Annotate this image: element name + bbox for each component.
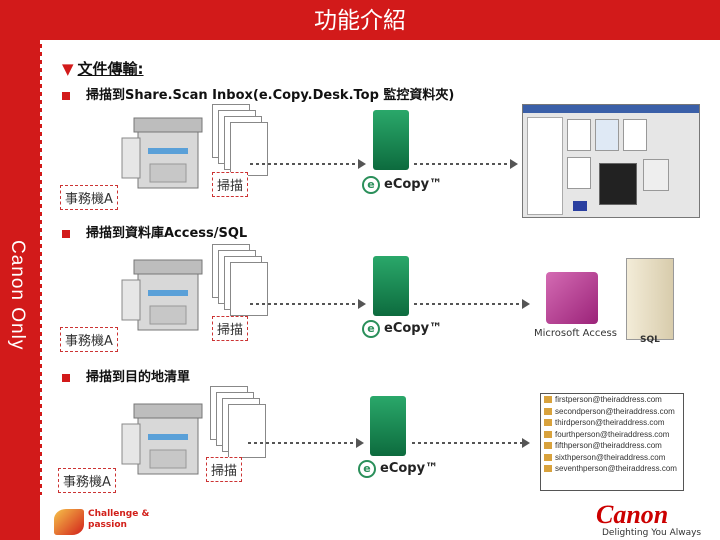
sql-server-tower-icon [626,258,674,340]
arrowhead-icon [358,159,366,169]
document-stack [212,104,268,180]
copier-icon [121,403,203,475]
copier-icon [121,259,203,331]
bullet-text: 掃描到資料庫Access/SQL [86,226,248,241]
document-stack [212,244,268,320]
scan-label: 掃描 [212,316,249,341]
destination-email-list: firstperson@theiraddress.com secondperso… [540,393,684,491]
list-item: fourthperson@theiraddress.com [541,429,683,441]
document-stack [210,386,266,462]
ecopy-server-icon [370,396,406,456]
bullet-text: 掃描到目的地清單 [86,370,191,385]
scan-label: 掃描 [206,457,243,482]
flow-arrow [248,442,358,444]
triangle-icon: ▼ [62,60,74,78]
sidebar: Canon Only [0,40,40,540]
sql-label: SQL [640,335,660,345]
list-item: thirdperson@theiraddress.com [541,417,683,429]
machine-label-a: 事務機A [60,327,118,352]
copier-icon [121,117,203,189]
arrowhead-icon [522,299,530,309]
bullet-share-scan: 掃描到Share.Scan Inbox(e.Copy.Desk.Top 監控資料… [62,84,454,103]
sidebar-vertical-text: Canon Only [7,240,28,351]
canon-logo: Canon [596,500,669,529]
page-title: 功能介紹 [314,8,406,34]
page-header: 功能介紹 [0,0,720,40]
bullet-text: 掃描到Share.Scan Inbox(e.Copy.Desk.Top 監控資料… [86,88,455,103]
flow-arrow [250,303,360,305]
list-item: seventhperson@theiraddress.com [541,463,683,475]
arrowhead-icon [356,438,364,448]
dashed-divider [40,40,42,495]
arrowhead-icon [522,438,530,448]
machine-label-a: 事務機A [60,185,118,210]
list-item: firstperson@theiraddress.com [541,394,683,406]
ecopy-server-icon [373,256,409,316]
scan-label: 掃描 [212,172,249,197]
desktop-window-screenshot [522,104,700,218]
bullet-destination-list: 掃描到目的地清單 [62,366,190,385]
section-title: ▼文件傳輸: [62,58,144,79]
flow-arrow [414,163,512,165]
section-title-text: 文件傳輸: [77,60,144,78]
challenge-passion-logo: Challenge &passion [54,505,164,535]
bullet-square-icon [62,91,70,100]
flow-arrow [414,303,524,305]
machine-label-a: 事務機A [58,468,116,493]
bullet-access-sql: 掃描到資料庫Access/SQL [62,222,247,241]
bullet-square-icon [62,373,70,382]
list-item: secondperson@theiraddress.com [541,406,683,418]
arrowhead-icon [510,159,518,169]
access-key-icon [546,272,598,324]
canon-tagline: Delighting You Always [602,528,702,538]
list-item: sixthperson@theiraddress.com [541,452,683,464]
access-label: Microsoft Access [534,328,617,339]
list-item: fifthperson@theiraddress.com [541,440,683,452]
flow-arrow [250,163,360,165]
arrowhead-icon [358,299,366,309]
flow-arrow [412,442,524,444]
bullet-square-icon [62,229,70,238]
ecopy-server-icon [373,110,409,170]
